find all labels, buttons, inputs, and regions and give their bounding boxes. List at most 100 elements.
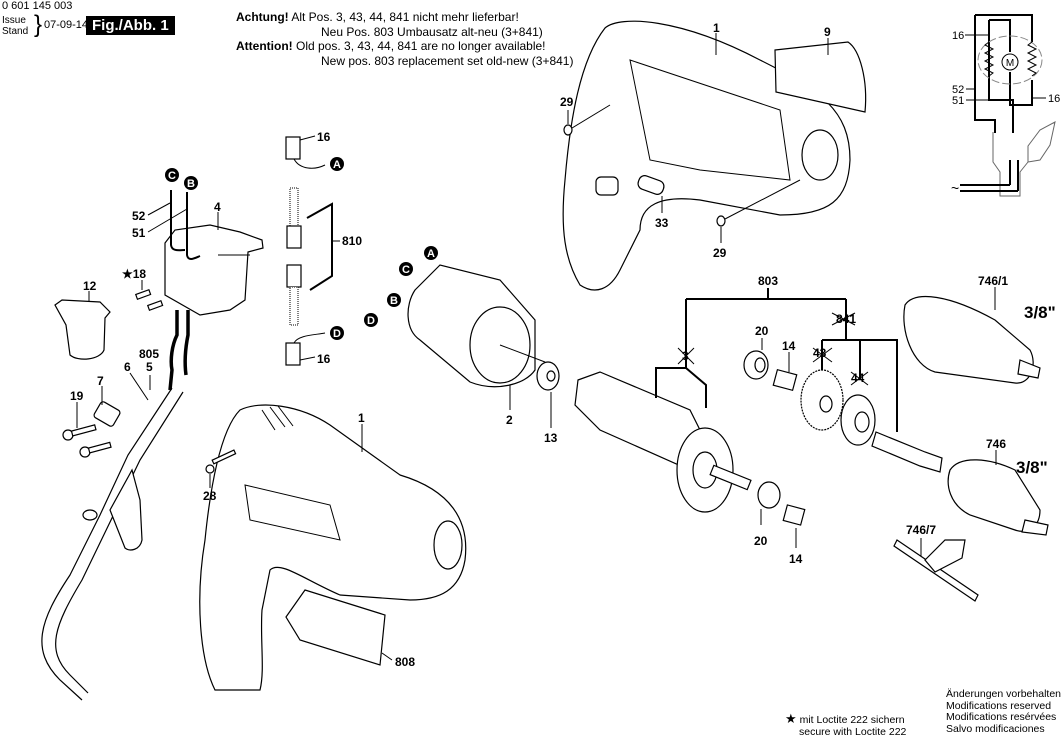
leader-line <box>300 357 315 360</box>
clamp-part-7[interactable] <box>93 401 121 428</box>
schematic-label-51: 51 <box>952 95 964 107</box>
callout-B: B <box>387 293 401 307</box>
part-label-1: 1 <box>358 411 365 425</box>
chuck-size-label: 3/8" <box>1024 303 1056 322</box>
part-label-14: 14 <box>789 552 803 566</box>
bearing-part-20[interactable] <box>758 482 780 508</box>
field-coil-right <box>1028 42 1036 76</box>
part-label-746-1: 746/1 <box>978 274 1008 288</box>
part-label-810: 810 <box>342 234 362 248</box>
screw-part-18[interactable] <box>136 290 163 310</box>
housing-front <box>434 521 462 569</box>
leader-line <box>148 203 170 215</box>
part-label-805: 805 <box>139 347 159 361</box>
part-label-20: 20 <box>755 324 769 338</box>
switch-body <box>165 225 263 315</box>
part-label-14: 14 <box>782 339 796 353</box>
callout-letter: A <box>427 248 435 260</box>
part-label-19: 19 <box>70 389 84 403</box>
cable-sleeve <box>83 510 97 520</box>
bearing-bore <box>855 412 869 432</box>
spindle[interactable] <box>872 432 942 472</box>
callout-letter: D <box>333 328 341 340</box>
switch-part-4[interactable] <box>165 225 263 315</box>
power-cable-edge <box>56 392 183 693</box>
part-label-51: 51 <box>132 226 146 240</box>
o-ring-part-29[interactable] <box>564 125 572 135</box>
power-wire <box>170 310 177 390</box>
armature-part-3[interactable] <box>575 372 751 512</box>
callout-letter: D <box>367 315 375 327</box>
ac-symbol: ~ <box>951 180 959 196</box>
part-label-28: 28 <box>203 489 217 503</box>
brush-holder-part-16[interactable] <box>286 343 300 365</box>
callout-A: A <box>330 157 344 171</box>
needle-bearing-part-14[interactable] <box>773 370 796 391</box>
schematic-label-16: 16 <box>952 30 964 42</box>
key-shaft <box>925 540 965 572</box>
leader-line <box>382 653 392 660</box>
callout-D: D <box>330 326 344 340</box>
cover-part-12[interactable] <box>55 300 110 359</box>
wiring-schematic: M 16 16 52 51 ~ <box>951 15 1060 196</box>
part-label-13: 13 <box>544 431 558 445</box>
part-label-7: 7 <box>97 374 104 388</box>
part-label-803: 803 <box>758 274 778 288</box>
part-label-746: 746 <box>986 437 1006 451</box>
callout-A: A <box>424 246 438 260</box>
part-label-29: 29 <box>713 246 727 260</box>
part-label-20: 20 <box>754 534 768 548</box>
part-label-52: 52 <box>132 209 146 223</box>
label-part-808[interactable] <box>286 590 385 665</box>
part-label-808: 808 <box>395 655 415 669</box>
power-wire <box>185 310 188 375</box>
chuck-size-label: 3/8" <box>1016 458 1048 477</box>
part-label-746-7: 746/7 <box>906 523 936 537</box>
brush-lead <box>294 159 325 168</box>
field-part-2[interactable] <box>408 265 545 387</box>
leader-line <box>130 373 148 400</box>
gear-bore <box>820 396 832 412</box>
housing-opening <box>596 177 618 195</box>
part-label-6: 6 <box>124 360 131 374</box>
schematic-label-16: 16 <box>1048 93 1060 105</box>
motor-label: M <box>1006 58 1014 69</box>
part-label-1: 1 <box>713 21 720 35</box>
leader-line <box>300 136 315 140</box>
bearing-bore <box>755 358 765 372</box>
part-label-12: 12 <box>83 279 97 293</box>
chuck-body <box>904 297 1033 384</box>
part-label-29: 29 <box>560 95 574 109</box>
housing-front <box>802 130 838 180</box>
chuck-key-part-746-7[interactable] <box>894 540 978 601</box>
callout-C: C <box>399 262 413 276</box>
part-label-9: 9 <box>824 25 831 39</box>
brush-holder-part-16[interactable] <box>286 137 300 159</box>
part-label-4: 4 <box>214 200 221 214</box>
field-coil-left <box>985 42 993 76</box>
part-label-33: 33 <box>655 216 669 230</box>
part-label-5: 5 <box>146 360 153 374</box>
callout-D: D <box>364 313 378 327</box>
part-label-18: ★18 <box>122 267 146 281</box>
brush-lead <box>294 333 325 343</box>
callout-letter: C <box>168 170 176 182</box>
keyless-chuck-part-746-1[interactable] <box>904 297 1040 384</box>
callout-B: B <box>184 176 198 190</box>
part-label-16: 16 <box>317 352 331 366</box>
o-ring-part-29[interactable] <box>717 216 725 226</box>
power-cable-part-5[interactable] <box>42 388 172 700</box>
part-label-16: 16 <box>317 130 331 144</box>
bearing-bore <box>547 371 555 381</box>
bracket-810 <box>307 204 332 290</box>
callout-letter: B <box>187 178 195 190</box>
callout-letter: B <box>390 295 398 307</box>
chuck-nose <box>1022 520 1048 535</box>
needle-bearing-part-14[interactable] <box>783 505 805 525</box>
callout-letter: A <box>333 159 341 171</box>
carbon-brush-part-810[interactable] <box>287 188 301 325</box>
callout-C: C <box>165 168 179 182</box>
screw-part-19[interactable] <box>63 425 111 457</box>
callout-letter: C <box>402 264 410 276</box>
